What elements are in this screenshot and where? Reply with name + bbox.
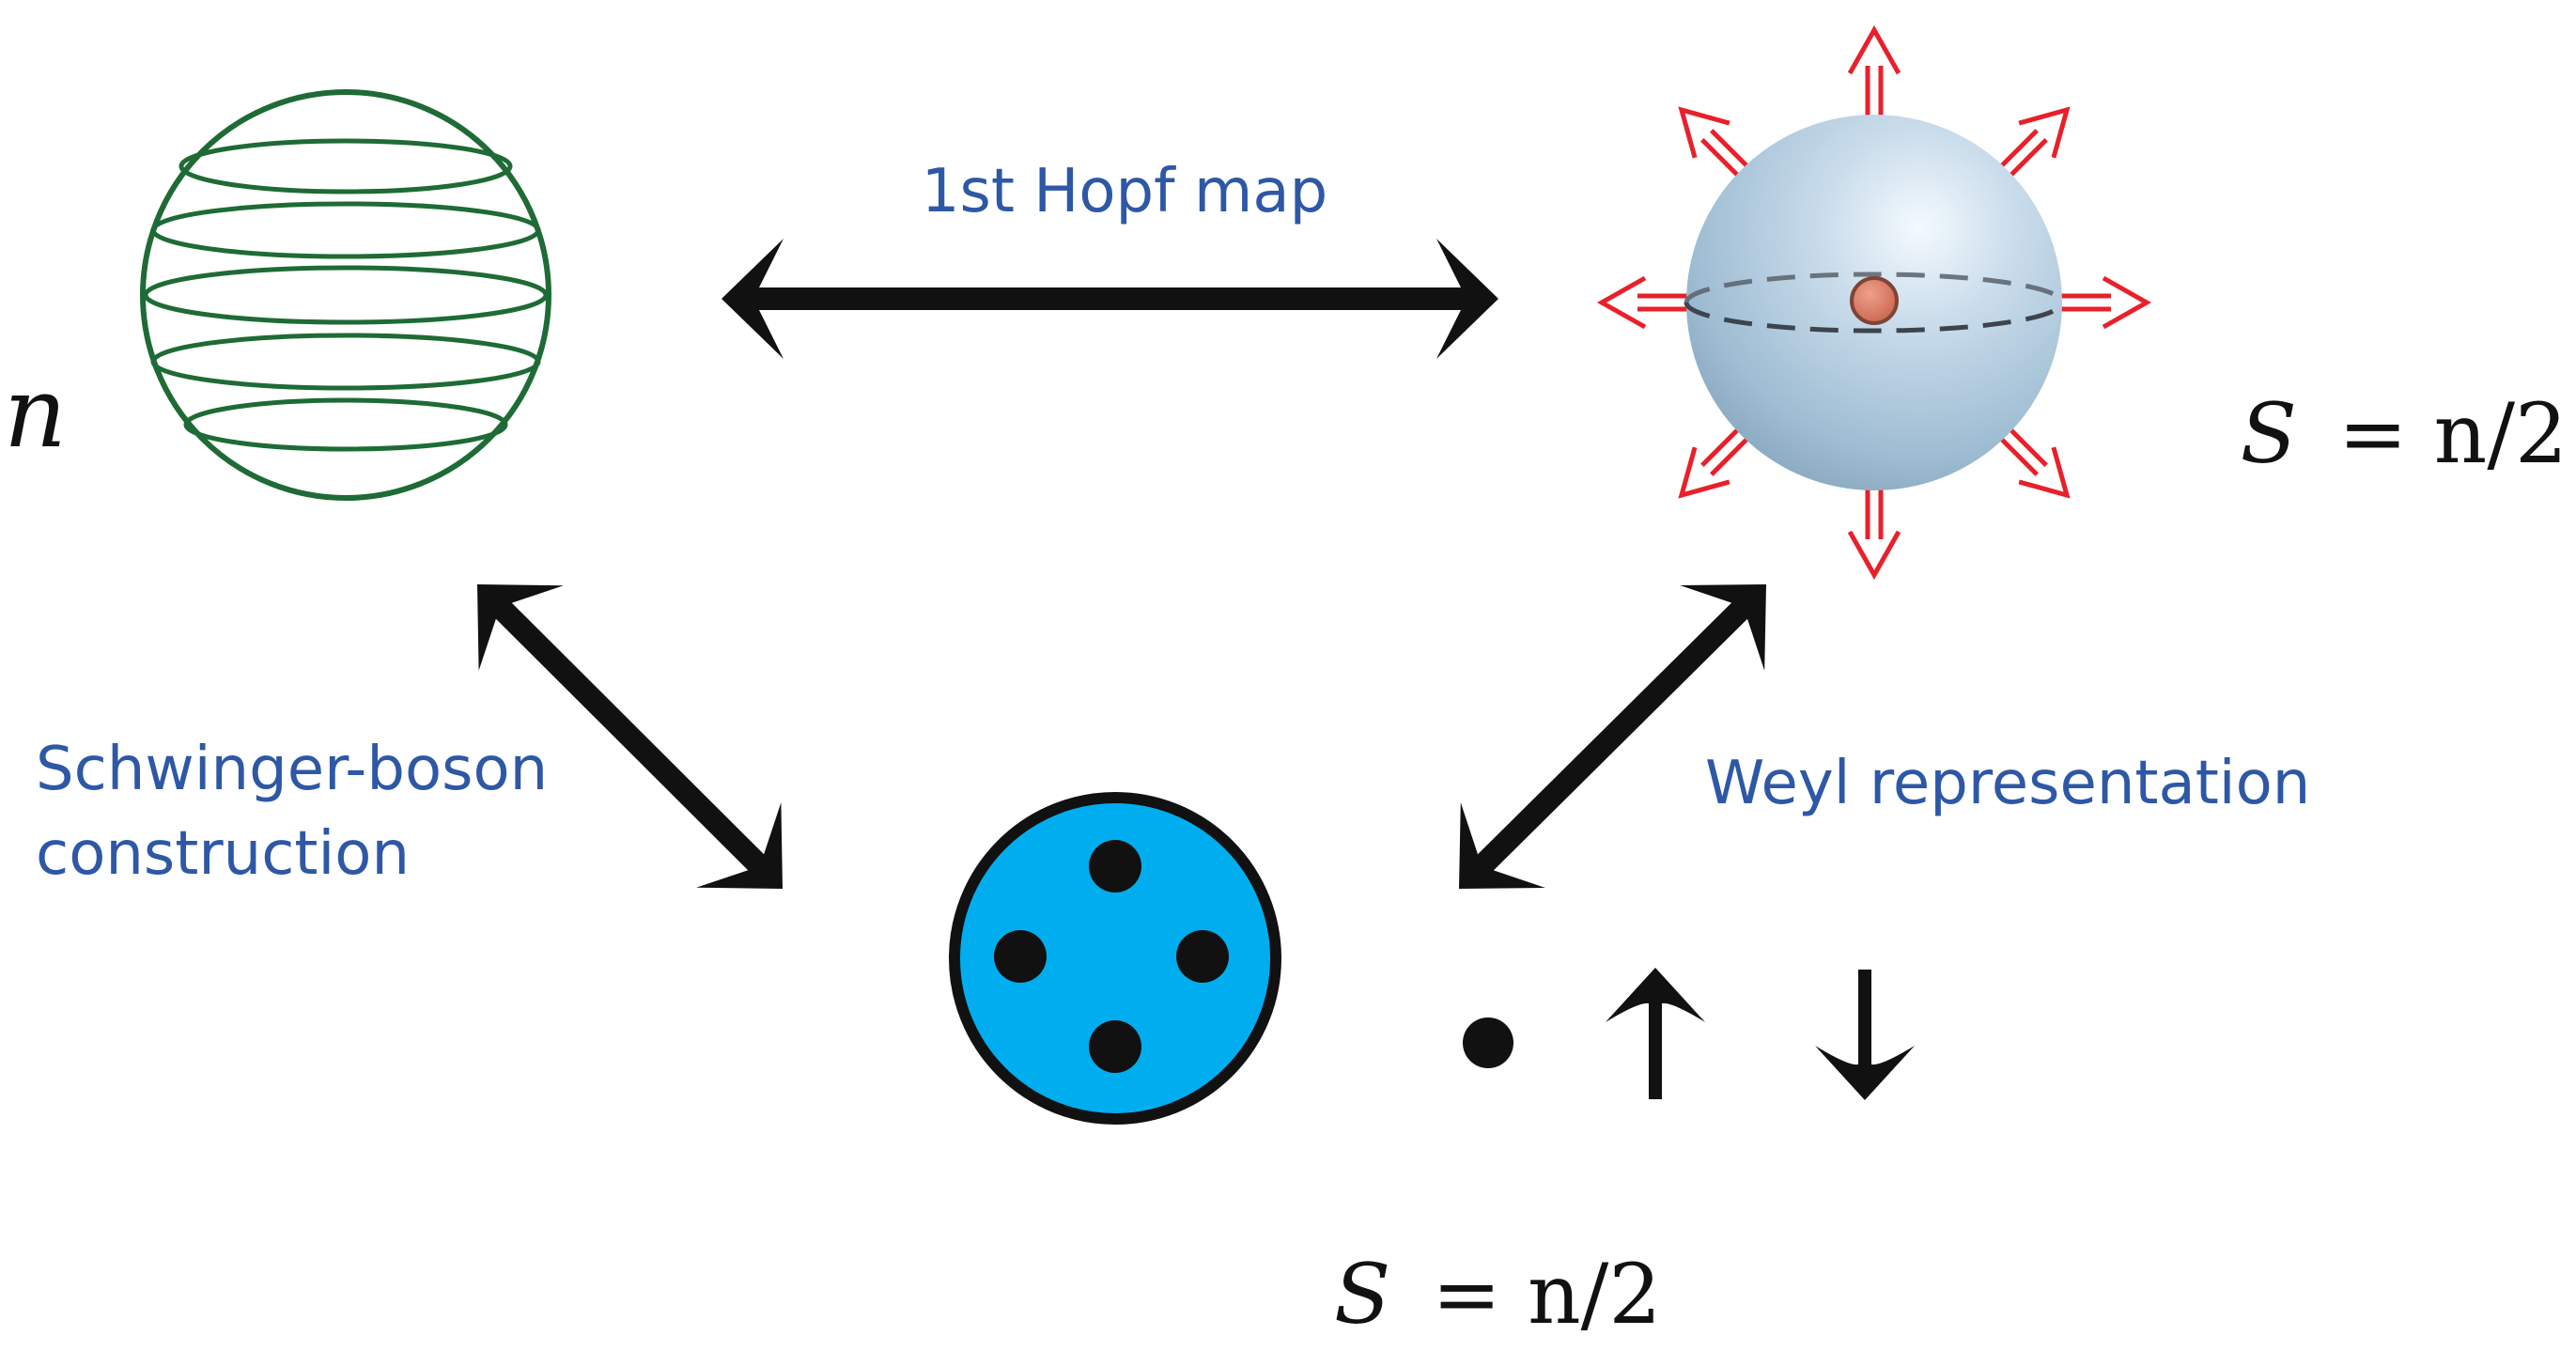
spin-label-bottom: S = n/2 [1334, 1246, 1661, 1343]
weyl-label: Weyl representation [1705, 749, 2310, 818]
sphere-with-radial-arrows-icon [1596, 24, 2152, 581]
weyl-representation-arrow [1459, 584, 1766, 889]
double-arrows [477, 239, 1766, 889]
schwinger-label-line2: construction [36, 819, 410, 889]
up-arrow-icon [1606, 968, 1705, 1099]
spin-S-bottom: S [1334, 1246, 1390, 1343]
spin-S-right: S [2241, 385, 2297, 482]
schwinger-boson-arrow [477, 584, 783, 889]
down-arrow-icon [1815, 970, 1915, 1100]
schwinger-label-line1: Schwinger-boson [36, 735, 548, 804]
monopole-ball [1850, 276, 1899, 325]
dot-icon [1463, 1017, 1513, 1068]
spin-label-right: S = n/2 [2241, 385, 2568, 482]
striped-sphere-icon [140, 89, 551, 501]
spin-value-bottom: = n/2 [1432, 1246, 1661, 1343]
spin-value-right: = n/2 [2338, 385, 2568, 482]
hopf-map-arrow [722, 239, 1498, 359]
disk-with-four-dots-icon [949, 792, 1281, 1125]
n-symbol: n [4, 355, 67, 470]
hopf-map-label: 1st Hopf map [922, 157, 1327, 226]
